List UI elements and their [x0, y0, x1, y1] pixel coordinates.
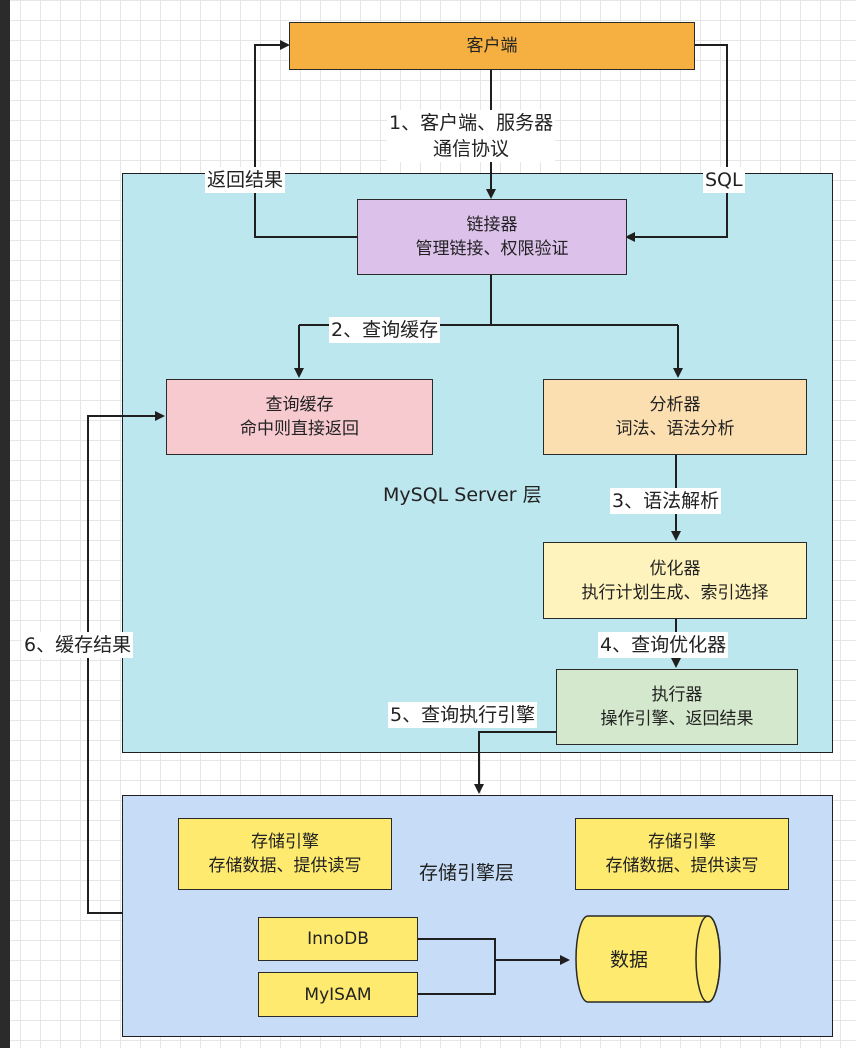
innodb-box: InnoDB	[258, 917, 418, 961]
edge-label-step6: 6、缓存结果	[22, 632, 134, 658]
edge-return-result	[254, 40, 357, 238]
storage-engine-left-title: 存储引擎	[251, 832, 319, 852]
edge-executor-to-storage	[474, 731, 556, 794]
edge-label-step5: 5、查询执行引擎	[388, 702, 538, 728]
innodb-label: InnoDB	[307, 929, 369, 949]
edge-label-step2: 2、查询缓存	[329, 317, 441, 343]
connector-box: 链接器 管理链接、权限验证	[357, 199, 627, 275]
executor-desc: 操作引擎、返回结果	[600, 709, 754, 729]
edge-label-step1: 1、客户端、服务器 通信协议	[387, 110, 556, 162]
analyzer-title: 分析器	[649, 395, 701, 415]
myisam-box: MyISAM	[258, 972, 418, 1017]
connector-desc: 管理链接、权限验证	[415, 239, 569, 259]
edge-label-return-result: 返回结果	[205, 167, 286, 193]
analyzer-box: 分析器 词法、语法分析	[543, 379, 807, 455]
storage-engine-left-desc: 存储数据、提供读写	[208, 856, 362, 876]
edge-cache-result	[87, 411, 165, 914]
optimizer-desc: 执行计划生成、索引选择	[581, 582, 769, 603]
data-store-label: 数据	[610, 949, 649, 971]
optimizer-title: 优化器	[649, 558, 701, 579]
edge-label-step1-line1: 1、客户端、服务器	[389, 112, 554, 134]
analyzer-desc: 词法、语法分析	[615, 419, 735, 439]
storage-engine-right-desc: 存储数据、提供读写	[605, 856, 759, 876]
client-label: 客户端	[466, 36, 518, 56]
edge-innodb-join	[418, 938, 496, 960]
edge-label-sql: SQL	[703, 167, 745, 193]
edge-myisam-join	[418, 960, 496, 995]
query-cache-title: 查询缓存	[265, 395, 334, 415]
query-cache-desc: 命中则直接返回	[240, 419, 359, 439]
storage-engine-left-box: 存储引擎 存储数据、提供读写	[178, 818, 392, 890]
storage-engine-right-title: 存储引擎	[648, 832, 716, 852]
storage-engine-right-box: 存储引擎 存储数据、提供读写	[575, 818, 789, 890]
connector-title: 链接器	[466, 215, 518, 235]
edge-label-step1-line2: 通信协议	[433, 138, 510, 160]
executor-title: 执行器	[651, 685, 703, 705]
edge-label-step4: 4、查询优化器	[598, 632, 729, 658]
mysql-server-layer-label: MySQL Server 层	[383, 484, 542, 506]
storage-engine-layer-label: 存储引擎层	[419, 862, 515, 884]
edge-label-step3: 3、语法解析	[610, 488, 722, 514]
window-left-edge	[0, 0, 10, 1048]
query-cache-box: 查询缓存 命中则直接返回	[166, 379, 433, 455]
executor-box: 执行器 操作引擎、返回结果	[556, 669, 798, 745]
edge-sql	[625, 44, 728, 242]
optimizer-box: 优化器 执行计划生成、索引选择	[543, 542, 807, 619]
myisam-label: MyISAM	[304, 984, 372, 1005]
data-cylinder-shape	[575, 915, 721, 1003]
client-box: 客户端	[289, 22, 695, 70]
